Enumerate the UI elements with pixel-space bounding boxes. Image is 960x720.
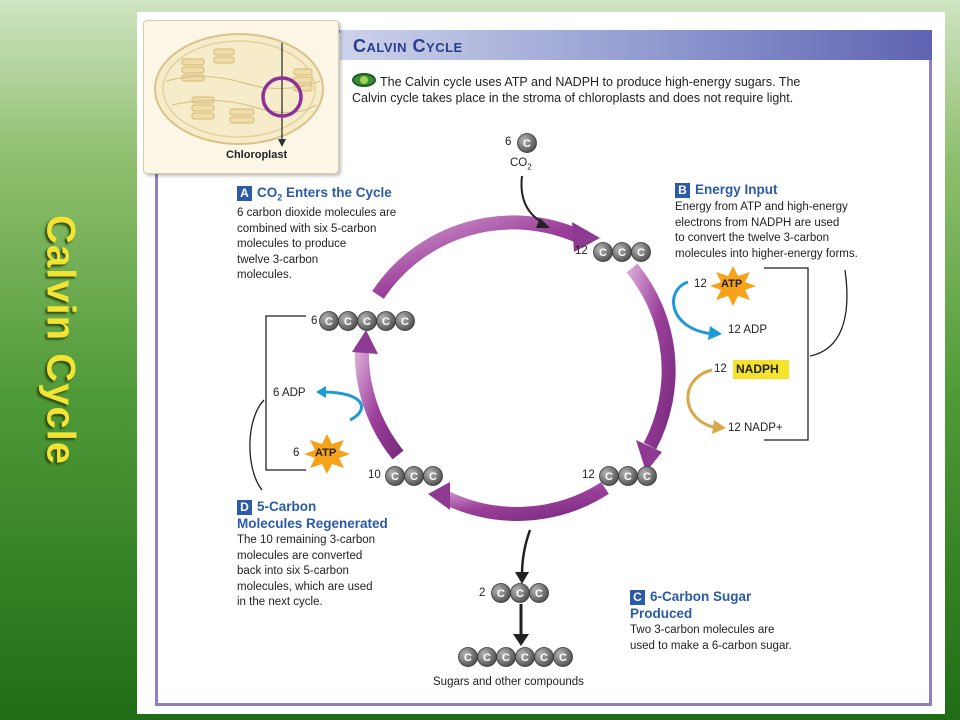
figure-title: Calvin Cycle bbox=[353, 36, 463, 56]
eye-icon bbox=[352, 73, 376, 87]
six-carbon-sugar-symbol: C bbox=[521, 652, 529, 664]
three-carbon-lower-left-symbol: C bbox=[410, 471, 418, 483]
six-carbon-sugar-symbol: C bbox=[559, 652, 567, 664]
output-label: Sugars and other compounds bbox=[433, 676, 584, 688]
section-a-badge: A bbox=[237, 186, 252, 201]
atp-label-right: ATP bbox=[721, 278, 743, 290]
intro-line-2: Calvin cycle takes place in the stroma o… bbox=[352, 91, 794, 105]
co2-formula: CO2 bbox=[510, 157, 532, 172]
molecule-count-lower-left: 10 bbox=[368, 469, 381, 481]
three-carbon-right-lower-symbol: C bbox=[605, 471, 613, 483]
five-carbon-left-symbol: C bbox=[363, 316, 371, 328]
cycle-arrowheads bbox=[352, 222, 662, 510]
atp-starburst-left bbox=[304, 434, 350, 474]
cycle-arrows bbox=[354, 215, 676, 521]
header-bar bbox=[340, 30, 932, 60]
three-carbon-top-right-symbol: C bbox=[618, 247, 626, 259]
five-carbon-left-atom bbox=[395, 311, 415, 331]
molecule-count-right-lower: 12 bbox=[582, 469, 595, 481]
co2-carbon-symbol: C bbox=[523, 138, 531, 150]
six-carbon-sugar-symbol: C bbox=[502, 652, 510, 664]
chloroplast-inset bbox=[143, 20, 339, 174]
three-carbon-output-symbol: C bbox=[535, 588, 543, 600]
three-carbon-top-right-symbol: C bbox=[637, 247, 645, 259]
six-carbon-sugar-atom bbox=[553, 647, 573, 667]
chloroplast-label: Chloroplast bbox=[226, 149, 288, 161]
section-b-badge: B bbox=[675, 183, 690, 198]
nadph-highlight bbox=[733, 360, 789, 379]
molecule-count-left: 6 bbox=[311, 315, 318, 327]
five-carbon-left-symbol: C bbox=[401, 316, 409, 328]
five-carbon-left-symbol: C bbox=[325, 316, 333, 328]
atp-label-left: ATP bbox=[315, 447, 337, 459]
left-atp-arrow bbox=[321, 390, 363, 422]
section-c-badge: C bbox=[630, 590, 645, 605]
adp-label-right: 12 ADP bbox=[728, 324, 767, 336]
three-carbon-right-lower-symbol: C bbox=[624, 471, 632, 483]
atp-count-left: 6 bbox=[293, 447, 300, 459]
intro-line-1: The Calvin cycle uses ATP and NADPH to p… bbox=[380, 75, 801, 89]
five-carbon-left-symbol: C bbox=[382, 316, 390, 328]
nadph-to-nadp-arrow bbox=[686, 368, 719, 430]
three-carbon-lower-left-symbol: C bbox=[391, 471, 399, 483]
molecule-count-output: 2 bbox=[479, 587, 486, 599]
five-carbon-left-symbol: C bbox=[344, 316, 352, 328]
adp-label-left: 6 ADP bbox=[273, 387, 306, 399]
three-carbon-lower-left-atom bbox=[423, 466, 443, 486]
energy-bracket bbox=[764, 267, 809, 441]
nadp-label: 12 NADP+ bbox=[728, 422, 783, 434]
three-carbon-output-symbol: C bbox=[497, 588, 505, 600]
chloroplast-illustration bbox=[154, 33, 324, 147]
co2-carbon-atom bbox=[517, 133, 537, 153]
three-carbon-lower-left-symbol: C bbox=[429, 471, 437, 483]
six-carbon-sugar-symbol: C bbox=[464, 652, 472, 664]
nadph-label: NADPH bbox=[736, 362, 779, 376]
six-carbon-sugar-symbol: C bbox=[540, 652, 548, 664]
six-carbon-sugar-symbol: C bbox=[483, 652, 491, 664]
molecule-count-top-right: 12 bbox=[575, 245, 588, 257]
three-carbon-right-lower-symbol: C bbox=[643, 471, 651, 483]
three-carbon-output-atom bbox=[529, 583, 549, 603]
section-d-badge: D bbox=[237, 500, 252, 515]
atp-to-adp-arrow bbox=[672, 280, 715, 336]
intro-text: The Calvin cycle uses ATP and NADPH to p… bbox=[352, 73, 892, 106]
regen-bracket bbox=[265, 315, 306, 471]
atp-count-right: 12 bbox=[694, 278, 707, 290]
three-carbon-top-right-symbol: C bbox=[599, 247, 607, 259]
atp-starburst-right bbox=[710, 266, 756, 306]
three-carbon-top-right-atom bbox=[631, 242, 651, 262]
three-carbon-output-symbol: C bbox=[516, 588, 524, 600]
output-arrow-1 bbox=[520, 529, 532, 576]
co2-count: 6 bbox=[505, 136, 512, 148]
three-carbon-right-lower-atom bbox=[637, 466, 657, 486]
nadph-count: 12 bbox=[714, 363, 727, 375]
